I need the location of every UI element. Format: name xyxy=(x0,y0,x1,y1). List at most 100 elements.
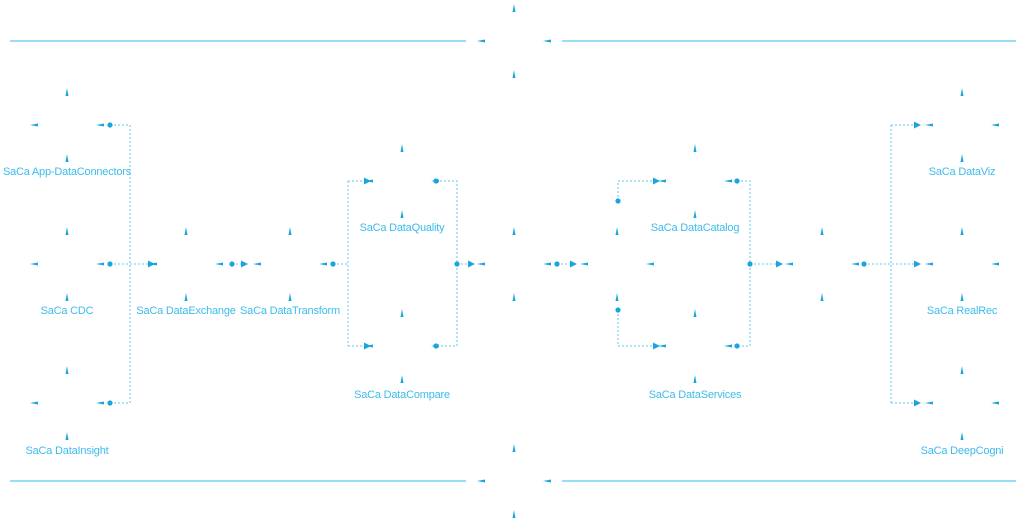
port-tick-icon xyxy=(96,262,104,266)
connector-line xyxy=(617,180,654,347)
connector-dot-icon xyxy=(861,261,867,267)
port-tick-icon xyxy=(30,262,38,266)
port-tick-icon xyxy=(288,293,292,301)
port-tick-icon xyxy=(960,227,964,235)
arrow-head-icon xyxy=(148,260,155,268)
port-tick-icon xyxy=(960,293,964,301)
port-tick-icon xyxy=(724,179,732,183)
arrow-head-icon xyxy=(776,260,783,268)
port-tick-icon xyxy=(693,375,697,383)
port-tick-icon xyxy=(925,123,933,127)
port-tick-icon xyxy=(65,366,69,374)
node-label-dataquality: SaCa DataQuality xyxy=(359,222,445,234)
port-tick-icon xyxy=(184,293,188,301)
port-tick-icon xyxy=(288,227,292,235)
port-tick-icon xyxy=(65,88,69,96)
port-tick-icon xyxy=(319,262,327,266)
arrow-head-icon xyxy=(364,177,371,185)
arrow-head-icon xyxy=(468,260,475,268)
port-tick-icon xyxy=(658,344,666,348)
port-tick-icon xyxy=(646,262,654,266)
port-tick-icon xyxy=(512,293,516,301)
arrow-head-icon xyxy=(653,342,660,350)
connector-line xyxy=(333,180,366,347)
port-tick-icon xyxy=(65,432,69,440)
node-label-dataexchange: SaCa DataExchange xyxy=(136,305,236,317)
arrow-head-icon xyxy=(914,399,921,407)
port-tick-icon xyxy=(477,39,485,43)
port-tick-icon xyxy=(512,4,516,12)
port-tick-icon xyxy=(693,144,697,152)
node-label-app-dataconnectors: SaCa App-DataConnectors xyxy=(2,166,132,178)
node-label-cdc: SaCa CDC xyxy=(40,305,94,317)
port-tick-icon xyxy=(543,479,551,483)
port-tick-icon xyxy=(991,262,999,266)
arrow-head-icon xyxy=(364,342,371,350)
connector-line xyxy=(864,124,916,404)
port-tick-icon xyxy=(65,154,69,162)
port-tick-icon xyxy=(960,154,964,162)
node-label-datainsight: SaCa DataInsight xyxy=(25,445,109,457)
connector-dot-icon xyxy=(433,178,439,184)
port-tick-icon xyxy=(96,401,104,405)
arrow-head-icon xyxy=(653,177,660,185)
port-tick-icon xyxy=(785,262,793,266)
port-tick-icon xyxy=(477,262,485,266)
connector-line xyxy=(737,180,778,347)
port-tick-icon xyxy=(215,262,223,266)
port-tick-icon xyxy=(96,123,104,127)
connector-line xyxy=(436,180,470,347)
connector-dot-icon xyxy=(554,261,560,267)
port-tick-icon xyxy=(693,309,697,317)
connector-dot-icon xyxy=(330,261,336,267)
connector-dot-icon xyxy=(107,400,113,406)
port-tick-icon xyxy=(580,262,588,266)
port-tick-icon xyxy=(960,432,964,440)
port-tick-icon xyxy=(991,123,999,127)
port-tick-icon xyxy=(724,344,732,348)
port-tick-icon xyxy=(512,227,516,235)
port-tick-icon xyxy=(693,210,697,218)
connector-line xyxy=(110,124,131,404)
port-tick-icon xyxy=(960,88,964,96)
port-tick-icon xyxy=(512,444,516,452)
port-tick-icon xyxy=(615,293,619,301)
port-tick-icon xyxy=(991,401,999,405)
node-label-datatransform: SaCa DataTransform xyxy=(240,305,340,317)
connector-dot-icon xyxy=(615,198,621,204)
port-tick-icon xyxy=(30,401,38,405)
port-tick-icon xyxy=(512,510,516,518)
connector-dot-icon xyxy=(734,343,740,349)
arrow-head-icon xyxy=(241,260,248,268)
port-tick-icon xyxy=(925,401,933,405)
port-tick-icon xyxy=(184,227,188,235)
port-tick-icon xyxy=(65,293,69,301)
node-label-datacompare: SaCa DataCompare xyxy=(354,389,450,401)
port-tick-icon xyxy=(820,227,824,235)
port-tick-icon xyxy=(615,227,619,235)
node-label-dataviz: SaCa DataViz xyxy=(928,166,996,178)
port-tick-icon xyxy=(658,179,666,183)
node-label-datacatalog: SaCa DataCatalog xyxy=(650,222,740,234)
port-tick-icon xyxy=(400,309,404,317)
connector-dot-icon xyxy=(615,307,621,313)
arrow-head-icon xyxy=(914,121,921,129)
connector-dot-icon xyxy=(433,343,439,349)
port-tick-icon xyxy=(960,366,964,374)
connector-dot-icon xyxy=(454,261,460,267)
connector-dot-icon xyxy=(107,261,113,267)
node-label-dataservices: SaCa DataServices xyxy=(648,389,742,401)
node-label-realrec: SaCa RealRec xyxy=(926,305,998,317)
port-tick-icon xyxy=(851,262,859,266)
connector-dot-icon xyxy=(747,261,753,267)
port-tick-icon xyxy=(30,123,38,127)
port-tick-icon xyxy=(543,39,551,43)
port-tick-icon xyxy=(65,227,69,235)
arrow-head-icon xyxy=(914,260,921,268)
port-tick-icon xyxy=(400,210,404,218)
port-tick-icon xyxy=(512,70,516,78)
connector-dot-icon xyxy=(229,261,235,267)
port-tick-icon xyxy=(820,293,824,301)
port-tick-icon xyxy=(477,479,485,483)
